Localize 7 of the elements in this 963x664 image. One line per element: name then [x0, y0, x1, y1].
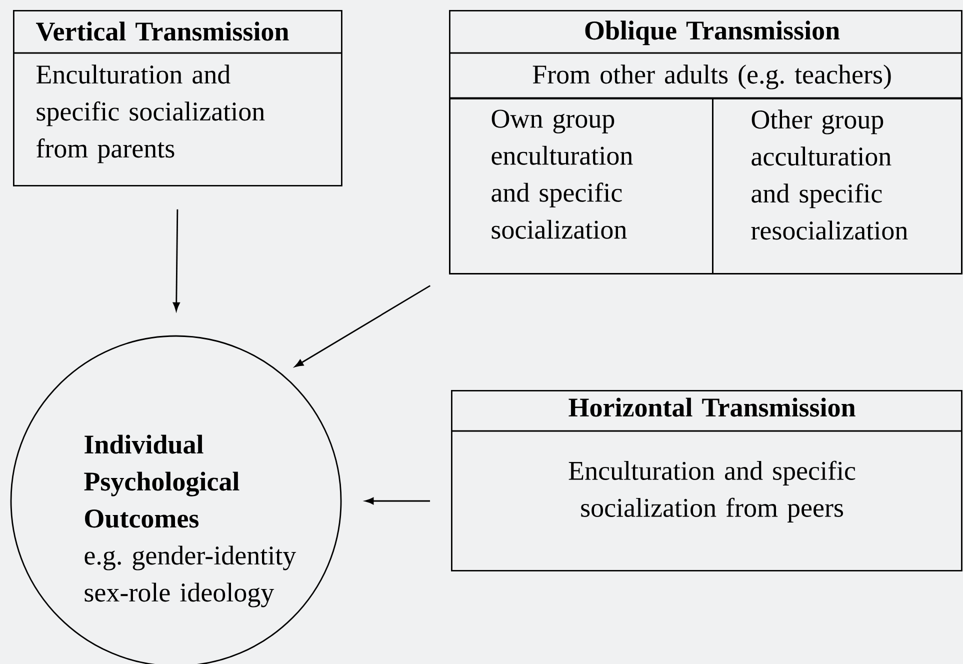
- transmission-box: Horizontal Transmission Enculturation and specific socialization from peers: [451, 390, 962, 572]
- transmission-box: Vertical Transmission Enculturation and specific socialization from parents: [13, 10, 342, 186]
- arrow: [294, 285, 430, 368]
- arrow: [172, 209, 180, 312]
- column-box: Other group acculturation and specific resocialization: [712, 98, 962, 274]
- column-box: Own group enculturation and specific socialization: [449, 98, 714, 274]
- arrow: [364, 498, 430, 504]
